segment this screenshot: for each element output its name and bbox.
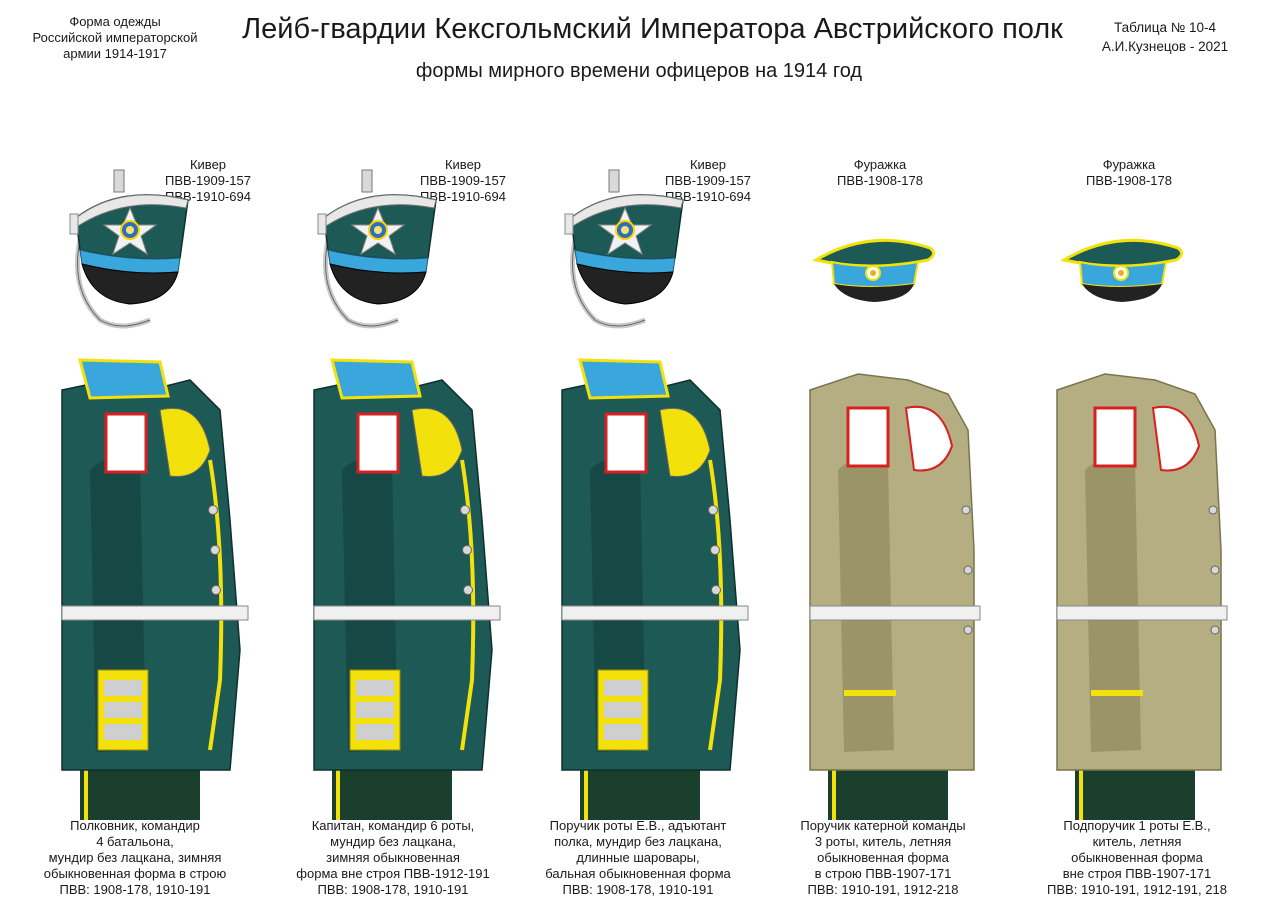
caption-line: мундир без лацкана, зимняя [48,850,222,865]
hat-label-line: ПВВ-1909-157 [165,173,251,188]
hat-label-3: Кивер ПВВ-1909-157 ПВВ-1910-694 [628,157,788,205]
caption-line: Поручик катерной команды [800,818,966,833]
caption-line: длинные шаровары, [576,850,700,865]
caption-line: 3 роты, китель, летняя [814,834,952,849]
tunic-2 [312,358,502,822]
kiver-1 [70,170,188,326]
tunic-3 [560,358,750,822]
caption-5: Подпоручик 1 роты Е.В., китель, летняя о… [1022,818,1252,898]
table-number: Таблица № 10-4 [1114,20,1216,35]
author-credit: А.И.Кузнецов - 2021 [1101,39,1229,54]
hat-label-line: Кивер [689,157,727,172]
hat-label-line: ПВВ-1910-694 [420,189,506,204]
caption-line: ПВВ: 1910-191, 1912-218 [807,882,959,897]
caption-line: ПВВ: 1908-178, 1910-191 [59,882,211,897]
hat-label-line: ПВВ-1908-178 [837,173,923,188]
caption-2: Капитан, командир 6 роты, мундир без лац… [278,818,508,898]
header-left-line: армии 1914-1917 [63,46,167,61]
header-right: Таблица № 10-4 А.И.Кузнецов - 2021 [1080,18,1250,56]
hat-label-line: Фуражка [1102,157,1156,172]
caption-line: бальная обыкновенная форма [545,866,731,881]
hat-label-line: ПВВ-1909-157 [665,173,751,188]
caption-line: 4 батальона, [96,834,174,849]
caption-4: Поручик катерной команды 3 роты, китель,… [768,818,998,898]
caption-line: обыкновенная форма в строю [43,866,227,881]
hat-label-line: ПВВ-1910-694 [665,189,751,204]
caption-line: Подпоручик 1 роты Е.В., [1063,818,1211,833]
caption-line: полка, мундир без лацкана, [554,834,722,849]
caption-line: вне строя ПВВ-1907-171 [1062,866,1212,881]
caption-1: Полковник, командир 4 батальона, мундир … [20,818,250,898]
caption-line: форма вне строя ПВВ-1912-191 [296,866,490,881]
caption-line: ПВВ: 1908-178, 1910-191 [562,882,714,897]
hat-label-line: Кивер [189,157,227,172]
kiver-3 [565,170,683,326]
hat-label-line: ПВВ-1909-157 [420,173,506,188]
cap-5 [1062,238,1184,304]
kiver-2 [318,170,436,326]
hat-label-line: Фуражка [853,157,907,172]
hat-label-2: Кивер ПВВ-1909-157 ПВВ-1910-694 [383,157,543,205]
caption-line: мундир без лацкана, [330,834,456,849]
header-left: Форма одежды Российской императорской ар… [20,14,210,62]
hat-label-4: Фуражка ПВВ-1908-178 [800,157,960,189]
tunic-1 [60,358,250,822]
caption-line: обыкновенная форма [1071,850,1203,865]
caption-3: Поручик роты Е.В., адъютант полка, мунди… [523,818,753,898]
caption-line: обыкновенная форма [817,850,949,865]
caption-line: ПВВ: 1908-178, 1910-191 [317,882,469,897]
caption-line: китель, летняя [1092,834,1182,849]
page-title: Лейб-гвардии Кексгольмский Императора Ав… [242,13,1063,45]
caption-line: в строю ПВВ-1907-171 [814,866,952,881]
header-left-line: Российской императорской [32,30,198,45]
hat-label-5: Фуражка ПВВ-1908-178 [1049,157,1209,189]
cap-4 [814,238,936,304]
tunic-4 [808,372,982,822]
hat-label-line: Кивер [444,157,482,172]
caption-line: зимняя обыкновенная [326,850,460,865]
page-subtitle: формы мирного времени офицеров на 1914 г… [415,60,863,82]
caption-line: Капитан, командир 6 роты, [311,818,475,833]
caption-line: Поручик роты Е.В., адъютант [549,818,727,833]
tunic-5 [1055,372,1229,822]
caption-line: Полковник, командир [70,818,200,833]
caption-line: ПВВ: 1910-191, 1912-191, 218 [1047,882,1227,897]
hat-label-line: ПВВ-1908-178 [1086,173,1172,188]
header-left-line: Форма одежды [69,14,161,29]
